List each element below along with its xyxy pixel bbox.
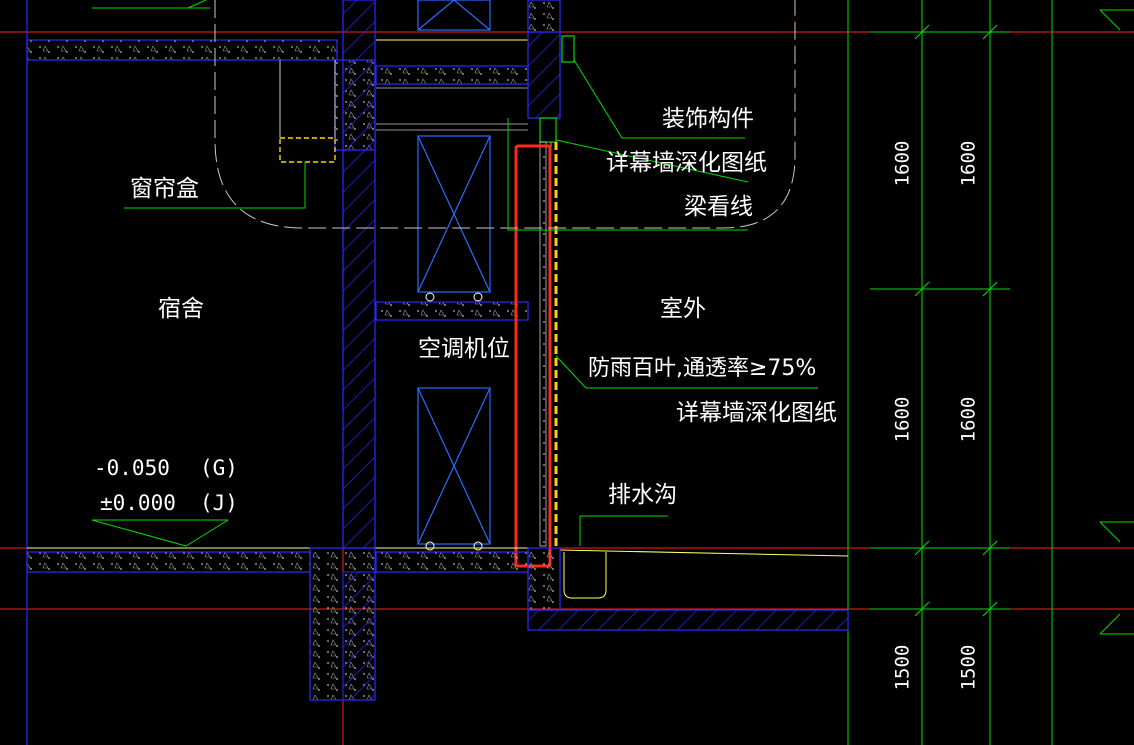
dimension-5: 1500 <box>891 644 914 691</box>
ac-unit-top <box>417 0 491 31</box>
dimension-4: 1600 <box>957 396 980 443</box>
louver-label: 防雨百叶,通透率≥75% <box>588 356 817 381</box>
ac-position-label: 空调机位 <box>418 336 510 362</box>
curtain-box-shape <box>279 137 336 163</box>
elevation-2-tag: (J) <box>200 491 238 515</box>
outdoor-label: 室外 <box>660 296 706 322</box>
green-dimension-lines <box>847 0 1134 745</box>
elevation-2-value: ±0.000 <box>100 491 176 515</box>
curtain-wall-ref-label-1: 详幕墙深化图纸 <box>606 150 767 176</box>
ac-platform <box>375 87 529 321</box>
drain-label: 排水沟 <box>608 482 677 508</box>
dimension-3: 1600 <box>891 396 914 443</box>
upper-slab <box>26 39 529 85</box>
elevation-1-tag: (G) <box>200 456 238 480</box>
floor-slab <box>26 547 849 573</box>
louver <box>539 141 558 547</box>
dimension-2: 1600 <box>957 140 980 187</box>
dimension-1: 1600 <box>891 140 914 187</box>
dormitory-label: 宿舍 <box>158 296 204 322</box>
dimension-6: 1500 <box>957 644 980 691</box>
ac-unit-upper <box>417 135 491 302</box>
curtain-wall-ref-label-2: 详幕墙深化图纸 <box>676 400 837 426</box>
lower-structure <box>309 547 849 701</box>
ac-unit-lower <box>417 387 491 551</box>
decor-component-label: 装饰构件 <box>662 106 754 132</box>
curtain-box-label: 窗帘盒 <box>130 176 199 202</box>
leader-lines <box>91 0 818 547</box>
elevation-1-value: -0.050 <box>94 456 170 480</box>
dashed-arc <box>214 0 796 229</box>
central-column <box>342 0 376 549</box>
beam-line-label: 梁看线 <box>684 194 753 220</box>
outer-wall <box>527 0 575 143</box>
